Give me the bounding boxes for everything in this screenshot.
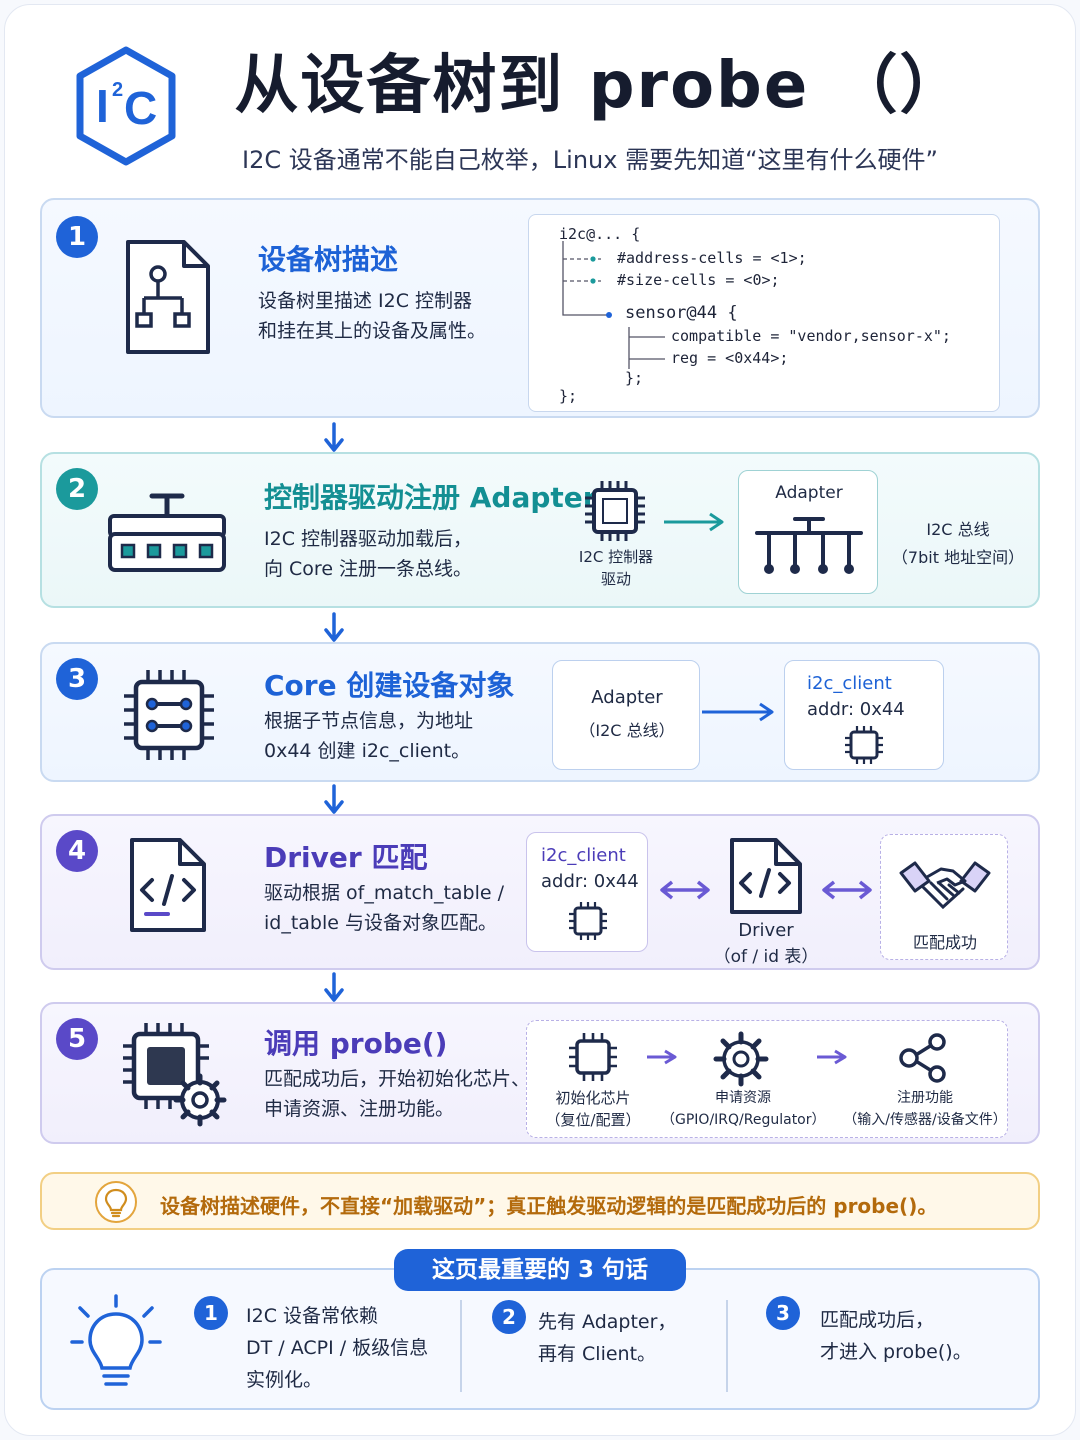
- summary-2-text: 先有 Adapter， 再有 Client。: [538, 1311, 677, 1365]
- note-text: 设备树描述硬件，不直接“加载驱动”；真正触发驱动逻辑的是匹配成功后的 probe…: [160, 1194, 938, 1218]
- driver-label: Driver: [738, 920, 794, 941]
- i2c-logo-icon: I 2 C: [76, 46, 176, 166]
- down-arrow-icon: [324, 784, 344, 814]
- adapter-box: Adapter: [738, 470, 878, 594]
- summary-divider: [726, 1300, 728, 1392]
- driver-sub-label: （of / id 表）: [713, 947, 819, 967]
- step-3-desc: 根据子节点信息，为地址 0x44 创建 i2c_client。: [264, 710, 474, 762]
- i2c-bus-label: I2C 总线 （7bit 地址空间）: [891, 520, 1025, 567]
- step-1-title: 设备树描述: [258, 243, 399, 276]
- page-title: 从设备树到 probe （）: [234, 49, 966, 123]
- match-success-box: 匹配成功: [880, 834, 1008, 960]
- init-chip-icon: [569, 1033, 617, 1081]
- svg-text:I: I: [96, 80, 109, 132]
- right-arrow-icon: [664, 512, 724, 532]
- adapter-sub-label: （I2C 总线）: [579, 721, 675, 740]
- step-5-badge: 5: [56, 1018, 98, 1060]
- step-5-desc: 匹配成功后，开始初始化芯片、 申请资源、注册功能。: [264, 1068, 531, 1120]
- probe-stages-box: 初始化芯片 （复位/配置） 申请资源 （GPIO/IRQ/Regulator）: [526, 1020, 1008, 1138]
- core-chip-icon: [124, 670, 214, 760]
- step-4-title: Driver 匹配: [264, 841, 428, 874]
- chip-icon: [569, 902, 607, 940]
- router-bus-icon: [108, 493, 226, 572]
- step-3-card: 3 Core 创建设备对象 根据子节点信息，为地址 0x44 创建 i2c_cl…: [40, 642, 1040, 782]
- step-5-title: 调用 probe(): [264, 1027, 448, 1060]
- step-2-desc: I2C 控制器驱动加载后， 向 Core 注册一条总线。: [264, 528, 473, 580]
- step-5-card: 5 调用 probe() 匹配成功后，开始初始化芯片、 申请资源、注册功能。 初…: [40, 1002, 1040, 1144]
- step-2-card: 2 控制器驱动注册 Adapter I2C 控制器驱动加载后， 向 Core 注…: [40, 452, 1040, 608]
- right-arrow-icon: [817, 1049, 847, 1065]
- down-arrow-icon: [324, 972, 344, 1002]
- summary-3-badge: 3: [766, 1296, 800, 1330]
- register-function-label: 注册功能 （输入/传感器/设备文件）: [843, 1090, 1007, 1128]
- code-line-7: };: [625, 369, 644, 387]
- device-tree-file-icon: [126, 240, 210, 354]
- i2c-client-label: i2c_client: [807, 673, 892, 694]
- step-1-desc: 设备树里描述 I2C 控制器 和挂在其上的设备及属性。: [258, 290, 487, 342]
- init-chip-label: 初始化芯片 （复位/配置）: [545, 1089, 641, 1129]
- i2c-client-box: i2c_client addr: 0x44: [526, 832, 648, 952]
- handshake-icon: [899, 861, 991, 910]
- right-arrow-icon: [702, 702, 774, 722]
- code-tree-lines: [562, 241, 665, 369]
- step-3-badge: 3: [56, 658, 98, 700]
- share-register-icon: [899, 1033, 946, 1083]
- summary-title: 这页最重要的 3 句话: [394, 1249, 686, 1291]
- adapter-label: Adapter: [591, 687, 663, 708]
- step-1-card: 1 设备树描述 设备树里描述 I2C 控制器 和挂在其上的设备及属性。 i2c@…: [40, 198, 1040, 418]
- summary-divider: [460, 1300, 462, 1392]
- summary-box: 1 I2C 设备常依赖 DT / ACPI / 板级信息 实例化。 2 先有 A…: [40, 1268, 1040, 1410]
- i2c-client-box: i2c_client addr: 0x44: [784, 660, 944, 770]
- summary-3-text: 匹配成功后， 才进入 probe()。: [820, 1309, 972, 1363]
- i2c-client-addr: addr: 0x44: [807, 699, 905, 720]
- i2c-client-addr: addr: 0x44: [541, 871, 639, 892]
- driver-code-file-icon: [130, 838, 206, 932]
- summary-1-badge: 1: [194, 1296, 228, 1330]
- code-line-5: compatible = "vendor,sensor-x";: [671, 327, 951, 345]
- step-4-badge: 4: [56, 830, 98, 872]
- lightbulb-icon: [95, 1181, 137, 1223]
- note-bar: 设备树描述硬件，不直接“加载驱动”；真正触发驱动逻辑的是匹配成功后的 probe…: [40, 1172, 1040, 1230]
- controller-chip-icon: [585, 481, 645, 541]
- code-line-8: };: [559, 387, 578, 405]
- adapter-label: Adapter: [775, 483, 843, 503]
- bidirectional-arrow-icon: [660, 880, 710, 900]
- summary-2-badge: 2: [492, 1300, 526, 1334]
- gear-icon: [713, 1031, 769, 1087]
- step-1-badge: 1: [56, 216, 98, 258]
- request-resources-label: 申请资源 （GPIO/IRQ/Regulator）: [661, 1090, 826, 1128]
- adapter-bus-box: Adapter （I2C 总线）: [552, 660, 700, 770]
- device-tree-code-block: i2c@... { #address-cells = <1>; #size-ce…: [528, 214, 1000, 412]
- controller-chip-label: I2C 控制器 驱动: [578, 548, 654, 588]
- driver-file-icon: [730, 838, 802, 914]
- down-arrow-icon: [324, 422, 344, 452]
- down-arrow-icon: [324, 612, 344, 642]
- bidirectional-arrow-icon: [822, 880, 872, 900]
- code-line-4: sensor@44 {: [625, 303, 738, 323]
- i2c-client-label: i2c_client: [541, 845, 626, 866]
- code-line-3: #size-cells = <0>;: [617, 271, 780, 289]
- lightbulb-idea-icon: [70, 1294, 162, 1386]
- match-success-label: 匹配成功: [912, 933, 977, 952]
- svg-text:2: 2: [112, 79, 123, 101]
- chip-gear-icon: [123, 1023, 227, 1127]
- code-line-6: reg = <0x44>;: [671, 349, 789, 367]
- step-2-badge: 2: [56, 468, 98, 510]
- right-arrow-icon: [647, 1049, 677, 1065]
- code-line-1: i2c@... {: [559, 225, 641, 243]
- chip-icon: [845, 726, 883, 764]
- code-line-2: #address-cells = <1>;: [617, 249, 807, 267]
- summary-1-text: I2C 设备常依赖 DT / ACPI / 板级信息 实例化。: [246, 1305, 429, 1391]
- step-4-card: 4 Driver 匹配 驱动根据 of_match_table / id_tab…: [40, 814, 1040, 970]
- step-2-title: 控制器驱动注册 Adapter: [264, 481, 597, 514]
- bus-tree-icon: [755, 517, 863, 574]
- step-4-desc: 驱动根据 of_match_table / id_table 与设备对象匹配。: [264, 882, 505, 934]
- svg-text:C: C: [124, 82, 157, 134]
- step-3-title: Core 创建设备对象: [264, 669, 515, 702]
- page-subtitle: I2C 设备通常不能自己枚举，Linux 需要先知道“这里有什么硬件”: [242, 146, 938, 174]
